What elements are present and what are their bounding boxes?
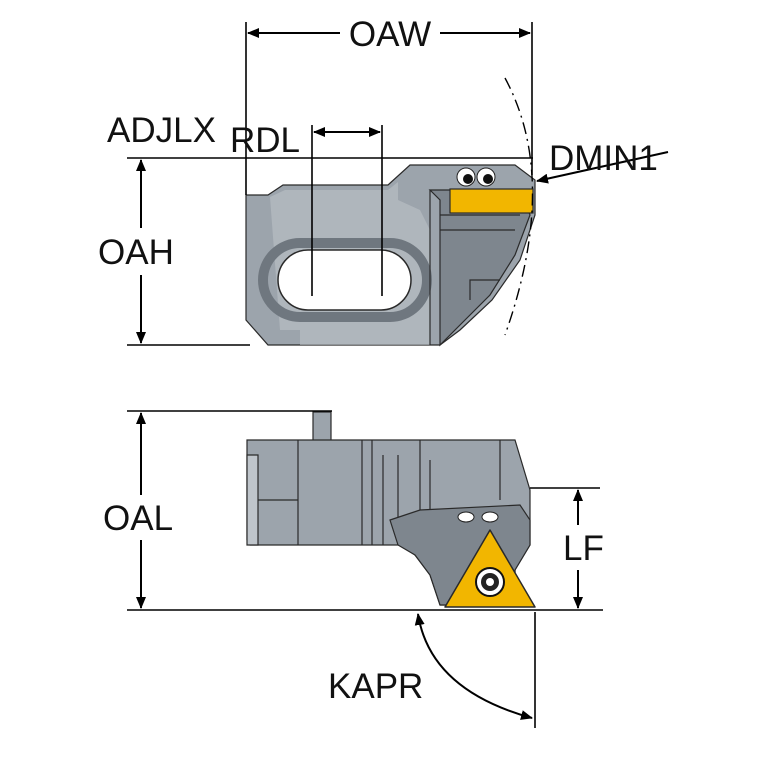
top-view-slot-frame [258, 238, 432, 322]
dmin1-leader [536, 151, 669, 184]
rdl-label: RDL [230, 121, 300, 160]
bottom-view-tab [312, 411, 332, 443]
top-view [245, 77, 536, 347]
top-view-insert [449, 188, 534, 214]
top-view-dimensions [127, 22, 669, 346]
oal-label: OAL [103, 499, 173, 538]
bottom-view-shank [246, 454, 259, 546]
bottom-view-edges [258, 440, 501, 545]
bottom-view-dimensions [127, 410, 603, 728]
top-view-edges [429, 190, 520, 345]
oaw-label: OAW [349, 15, 431, 54]
adjlx-label: ADJLX [107, 111, 216, 150]
oah-label: OAH [98, 233, 174, 272]
kapr-label: KAPR [328, 667, 423, 706]
bottom-view-screw [481, 511, 499, 523]
top-view-screw [463, 174, 473, 184]
lf-label: LF [563, 529, 604, 568]
dmin1-arc [504, 77, 534, 336]
bottom-view-insert-screw [486, 578, 494, 586]
top-view-screw [483, 174, 493, 184]
kapr-arc [414, 613, 533, 720]
bottom-view-screw [457, 511, 475, 523]
bottom-view [246, 411, 536, 608]
dmin1-label: DMIN1 [549, 139, 658, 178]
top-view-slot [277, 249, 412, 311]
